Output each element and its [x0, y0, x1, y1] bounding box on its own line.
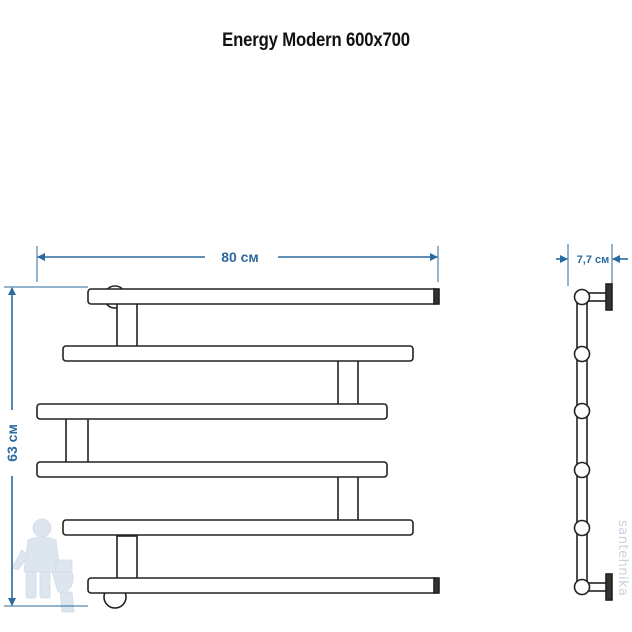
width-label: 80 см: [221, 249, 259, 265]
side-pipe: [576, 295, 588, 591]
side-view: [573, 283, 613, 601]
side-top-bracket: [587, 292, 609, 302]
depth-dimension: 7,7 см: [556, 244, 628, 286]
post-middle-left: [65, 414, 89, 469]
plumber-mascot-icon: [11, 518, 75, 613]
watermark-text: santehnika: [615, 520, 630, 597]
bar-3: [36, 403, 388, 420]
bar-1: [87, 288, 439, 305]
height-dimension: 63 см: [4, 286, 88, 607]
side-bottom-flange: [605, 573, 613, 601]
side-bar-end-1: [573, 288, 591, 306]
side-bar-end-5: [573, 519, 591, 537]
side-bottom-bracket: [587, 582, 609, 592]
page-title: Energy Modern 600x700: [222, 30, 410, 51]
side-top-flange: [605, 283, 613, 311]
end-cap-bottom: [433, 577, 440, 594]
bar-4: [36, 461, 388, 478]
bar-2: [62, 345, 414, 362]
post-upper-right: [337, 355, 359, 410]
front-view: [36, 285, 440, 609]
height-label: 63 см: [4, 424, 20, 462]
depth-label: 7,7 см: [577, 254, 610, 266]
end-cap-top: [433, 288, 440, 305]
width-dimension: 80 см: [36, 246, 439, 282]
side-bar-end-3: [573, 402, 591, 420]
side-bar-end-4: [573, 461, 591, 479]
bar-6: [87, 577, 439, 594]
side-bar-end-2: [573, 345, 591, 363]
side-bar-end-6: [573, 578, 591, 596]
bar-5: [62, 519, 414, 536]
